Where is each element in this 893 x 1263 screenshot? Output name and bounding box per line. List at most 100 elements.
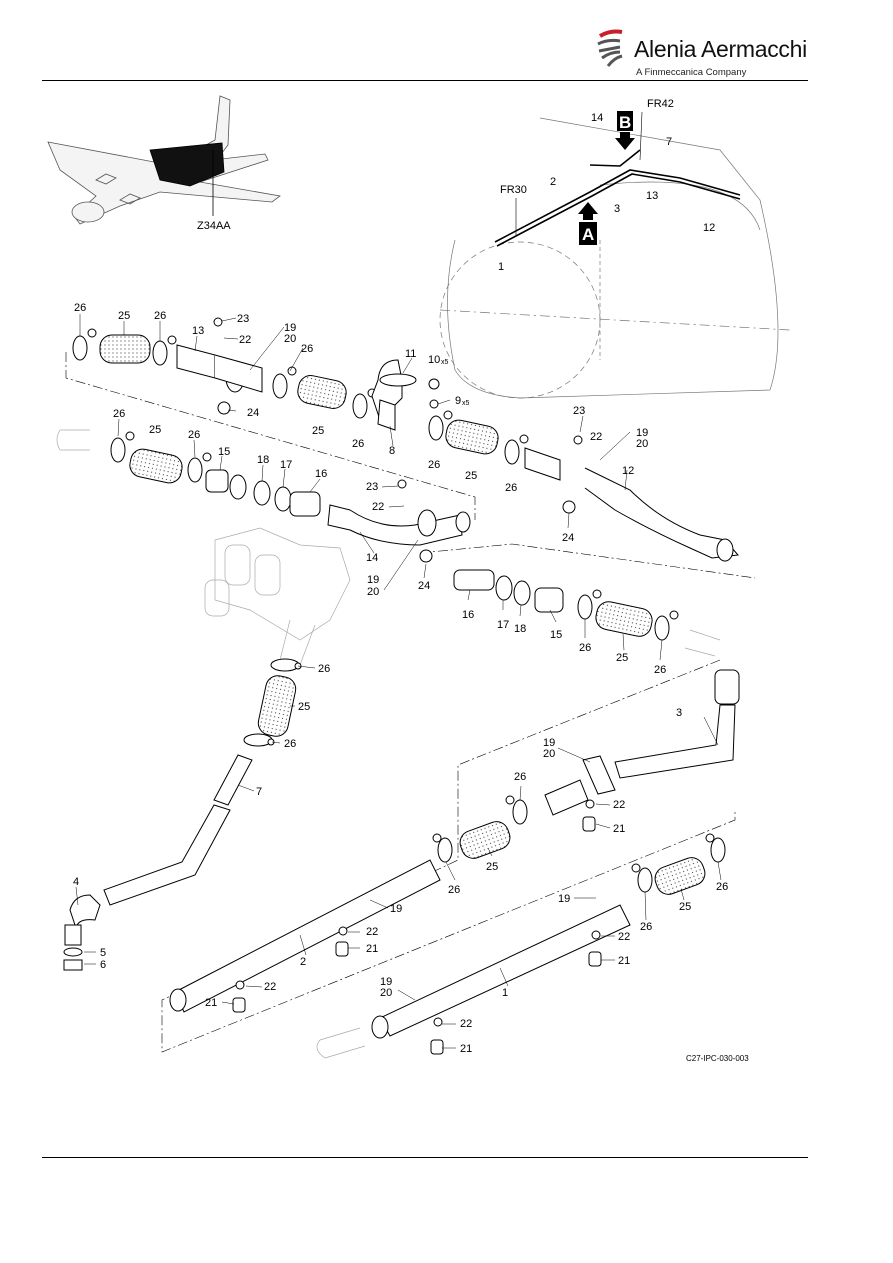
sleeve-hose (257, 675, 297, 737)
callout-2-top: 2 (550, 176, 556, 188)
callout-4: 4 (73, 876, 79, 888)
sleeve-hose (654, 857, 706, 895)
fitting-16 (453, 569, 495, 591)
fuselage-duct-route (494, 149, 741, 247)
bolt (213, 317, 223, 327)
lower-ducts (169, 669, 740, 1055)
callout-26: 26 (113, 408, 125, 420)
callout-19: 19 (636, 427, 648, 439)
duct-stub (544, 779, 589, 816)
hose-clamp (654, 610, 679, 641)
callout-25: 25 (679, 901, 691, 913)
washer (591, 930, 601, 940)
callout-10-qty: 10 x5 (428, 354, 449, 366)
callout-23: 23 (573, 405, 585, 417)
logo-mark-icon (597, 29, 623, 67)
callout-9-qty: 9 x5 (455, 395, 470, 407)
callout-26: 26 (301, 343, 313, 355)
nut (562, 500, 576, 514)
callout-20: 20 (284, 333, 296, 345)
callout-22: 22 (613, 799, 625, 811)
washer (429, 399, 439, 409)
duct-stub (524, 447, 561, 481)
nut (217, 401, 231, 415)
row3-hoses (453, 569, 679, 641)
frame-label-fr30: FR30 (500, 184, 527, 196)
hose-clamp (428, 410, 453, 441)
duct-7 (213, 754, 253, 806)
callout-22: 22 (239, 334, 251, 346)
bolt (397, 479, 407, 489)
callout-26: 26 (579, 642, 591, 654)
svg-text:x5: x5 (441, 359, 449, 366)
hose-clamp (272, 366, 297, 399)
callout-26: 26 (448, 884, 460, 896)
callout-3-top: 3 (614, 203, 620, 215)
callout-18: 18 (257, 454, 269, 466)
duct-end (169, 988, 187, 1012)
callout-15: 15 (550, 629, 562, 641)
hose-clamp (705, 833, 726, 863)
nut-6 (63, 959, 83, 971)
hose-clamp (187, 452, 212, 483)
callout-1-top: 1 (498, 261, 504, 273)
washer-5 (63, 947, 83, 957)
callout-14: 14 (366, 552, 378, 564)
row2-hoses (110, 431, 471, 563)
callout-16: 16 (462, 609, 474, 621)
callout-20: 20 (636, 438, 648, 450)
callout-23: 23 (366, 481, 378, 493)
brand-subtitle: A Finmeccanica Company (636, 67, 747, 78)
sleeve-hose (459, 821, 511, 859)
hose-clamp (432, 833, 453, 863)
explosion-lines (65, 352, 756, 1053)
duct-end (716, 538, 734, 562)
washer (433, 1017, 443, 1027)
duct-7-lower (103, 804, 231, 906)
callout-13-top: 13 (646, 190, 658, 202)
left-branch (63, 658, 302, 971)
callout-22: 22 (366, 926, 378, 938)
adapter-15 (534, 587, 564, 613)
svg-text:x5: x5 (462, 400, 470, 407)
callout-15: 15 (218, 446, 230, 458)
callout-19: 19 (380, 976, 392, 988)
callout-19: 19 (543, 737, 555, 749)
callout-19: 19 (284, 322, 296, 334)
screw (335, 941, 349, 957)
hose-clamp (72, 328, 97, 361)
callout-26: 26 (154, 310, 166, 322)
callout-21: 21 (613, 823, 625, 835)
screw (428, 378, 440, 390)
callout-23: 23 (237, 313, 249, 325)
drawing-reference: C27-IPC-030-003 (686, 1054, 749, 1063)
callout-22: 22 (264, 981, 276, 993)
callout-25: 25 (149, 424, 161, 436)
callout-2: 2 (300, 956, 306, 968)
callout-8: 8 (389, 445, 395, 457)
duct-1 (379, 904, 631, 1037)
duct-end (455, 511, 471, 533)
svg-text:10: 10 (428, 354, 440, 366)
callout-16: 16 (315, 468, 327, 480)
callout-26: 26 (284, 738, 296, 750)
frame-label-fr42: FR42 (647, 98, 674, 110)
callout-5: 5 (100, 947, 106, 959)
packing-18 (513, 580, 531, 606)
duct-13 (176, 344, 216, 379)
leader-lines (75, 314, 722, 1049)
callout-26: 26 (514, 771, 526, 783)
sleeve-hose (99, 334, 151, 364)
callout-17: 17 (280, 459, 292, 471)
duct-2 (174, 859, 441, 1013)
svg-text:B: B (619, 113, 631, 132)
ring-17 (274, 486, 292, 512)
sleeve-hose (297, 375, 347, 409)
view-arrow-b: B (615, 111, 635, 150)
seal (229, 474, 247, 500)
duct-12 (584, 467, 739, 559)
fitting-16 (289, 491, 321, 517)
callout-26: 26 (640, 921, 652, 933)
hose-clamp (110, 431, 135, 463)
